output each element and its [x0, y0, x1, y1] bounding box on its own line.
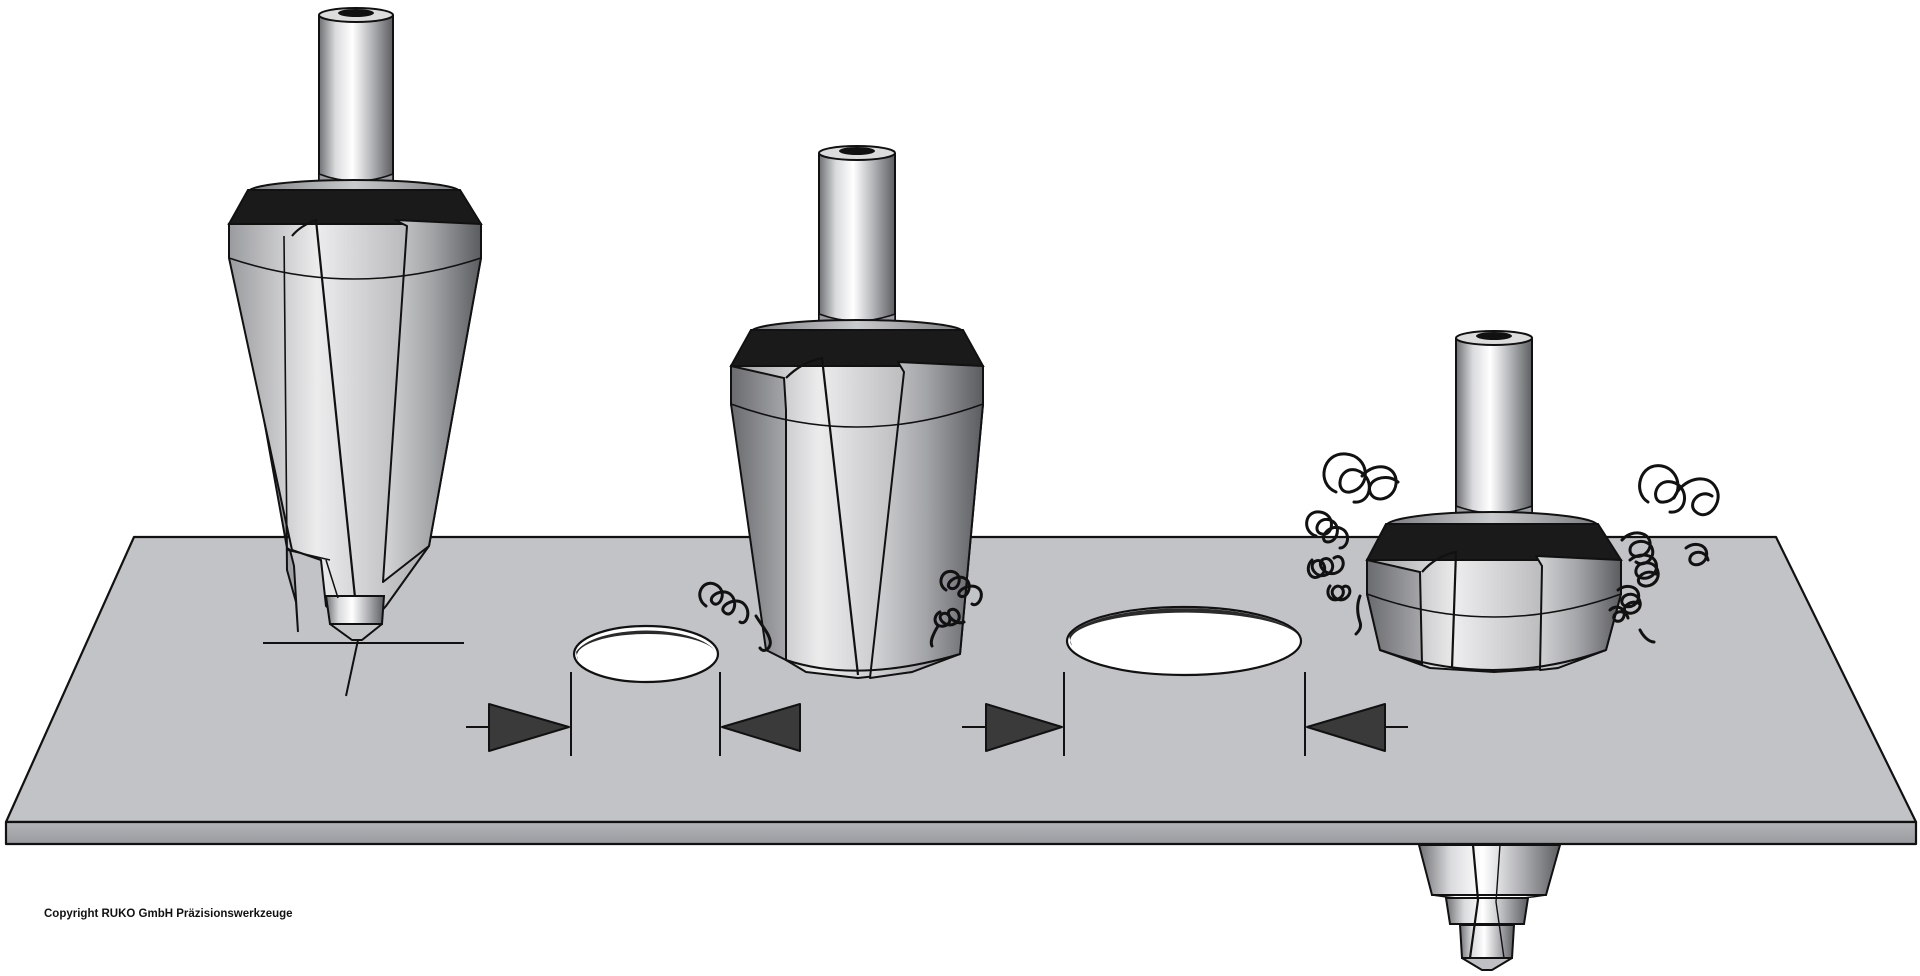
- dimension-large-hole: [962, 672, 1408, 756]
- metal-chips: [698, 452, 1720, 652]
- drill-shank: [818, 145, 896, 336]
- drilled-hole-large: [1065, 605, 1303, 677]
- drill-shank: [1455, 330, 1533, 528]
- center-mark: [263, 639, 464, 697]
- step-drill-2-drilling: [729, 145, 985, 679]
- metal-chip-icon: [698, 582, 772, 652]
- drilled-hole-small: [572, 624, 720, 684]
- dimension-arrow-icon: [721, 703, 801, 752]
- step-drill-1-start: [227, 7, 483, 641]
- step-drill-3-through: [1365, 330, 1623, 673]
- metal-chip-icon: [1305, 452, 1400, 636]
- plate-front-edge: [4, 820, 1918, 846]
- dimension-arrow-icon: [985, 703, 1063, 752]
- metal-chip-icon: [929, 569, 983, 648]
- drill-shank: [318, 7, 394, 196]
- metal-chip-icon: [1608, 464, 1720, 644]
- dimension-small-hole: [466, 672, 801, 756]
- drill-tip-below-plate: [1417, 844, 1562, 971]
- copyright-notice: Copyright RUKO GmbH Präzisionswerkzeuge: [44, 908, 293, 920]
- dimension-arrow-icon: [488, 703, 570, 752]
- dimension-arrow-icon: [1306, 703, 1386, 752]
